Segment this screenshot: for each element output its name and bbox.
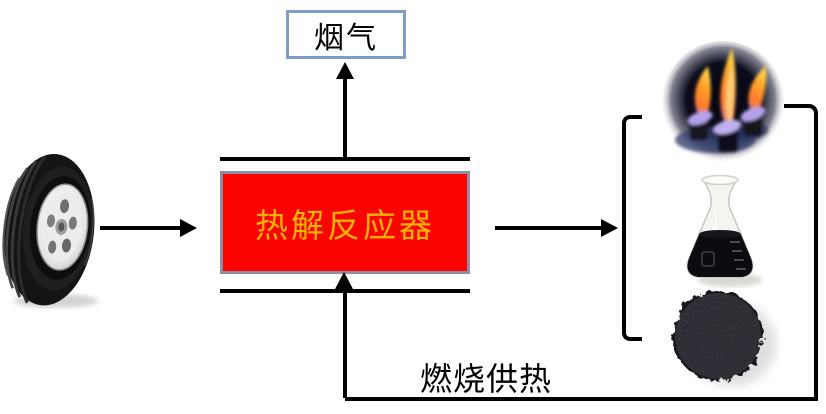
products-bracket bbox=[622, 115, 642, 341]
tire-image bbox=[2, 153, 98, 308]
reactor-box: 热解反应器 bbox=[220, 171, 470, 274]
reactor-top-wall-line bbox=[220, 157, 470, 161]
heating-label: 燃烧供热 bbox=[420, 361, 553, 397]
recycle-arrow-head-icon bbox=[335, 272, 353, 289]
gas-flame-image bbox=[662, 41, 784, 163]
flue-gas-box: 烟气 bbox=[286, 10, 406, 59]
output-arrow-line bbox=[495, 226, 603, 230]
reactor-label: 热解反应器 bbox=[255, 206, 435, 244]
flue-gas-label: 烟气 bbox=[314, 21, 378, 55]
feed-arrow-head-icon bbox=[180, 219, 197, 237]
feed-arrow-line bbox=[100, 226, 182, 230]
flue-gas-arrow-line bbox=[343, 78, 347, 160]
pyrolysis-oil-flask-image bbox=[686, 174, 762, 287]
output-arrow-head-icon bbox=[601, 219, 618, 237]
recycle-bottom-line bbox=[345, 397, 818, 401]
flue-gas-arrow-head-icon bbox=[336, 62, 354, 79]
recycle-line-bracket bbox=[784, 104, 818, 401]
carbon-black-image bbox=[673, 291, 776, 386]
recycle-up-line bbox=[343, 287, 347, 398]
